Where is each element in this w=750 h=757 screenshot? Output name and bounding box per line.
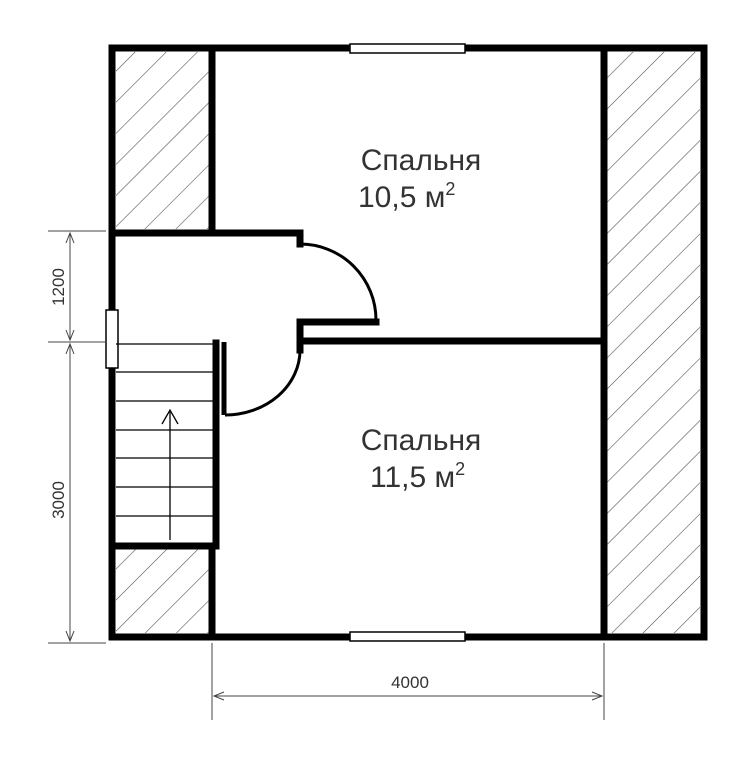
walls [108,44,708,641]
door-swing-lower-bedroom [224,349,302,417]
dimension-lines [48,230,605,720]
area-value: 10,5 м [358,181,445,214]
hatched-zone-left-bottom [116,548,210,633]
area-unit-power: 2 [445,179,455,199]
room-area-bedroom-upper: 10,5 м2 [358,179,455,214]
staircase [116,343,216,517]
room-area-bedroom-lower: 11,5 м2 [370,459,465,494]
hatched-zone-right [604,52,700,633]
room-label-bedroom-lower: Спальня [361,424,482,457]
area-unit-power: 2 [455,459,465,479]
room-label-bedroom-upper: Спальня [361,144,482,177]
door-swing-upper-bedroom [299,242,378,321]
up-arrow-icon [161,408,179,540]
dimension-label-3000: 3000 [49,481,68,519]
dimension-label-4000: 4000 [391,673,429,692]
hatched-zone-left-top [116,52,210,229]
dimension-label-1200: 1200 [49,268,68,306]
window-bottom [349,631,466,642]
area-value: 11,5 м [370,461,455,494]
window-left [105,309,119,369]
window-top [349,43,466,54]
